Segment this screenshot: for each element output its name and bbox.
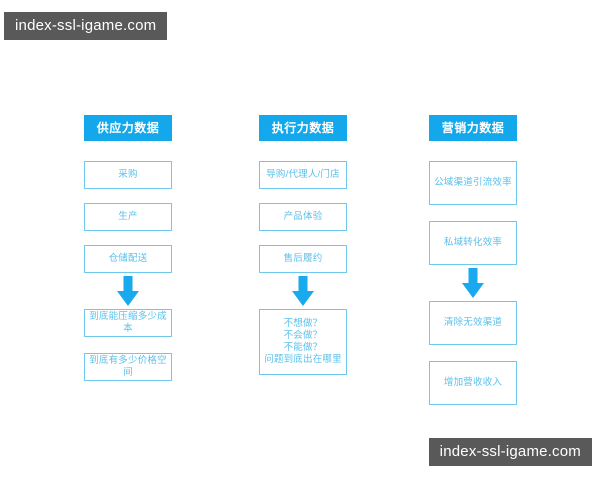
spacer	[84, 189, 172, 203]
arrow-head	[462, 283, 484, 298]
outcome-execution-1[interactable]: 不想做？ 不会做？ 不能做？ 问题到底出在哪里	[259, 309, 347, 375]
down-arrow-icon	[460, 268, 486, 298]
spacer	[259, 231, 347, 245]
node-label: 仓储配送	[108, 253, 148, 264]
node-supply-3[interactable]: 仓储配送	[84, 245, 172, 273]
spacer	[84, 337, 172, 353]
diagram-column-marketing: 营销力数据 公域渠道引流效率 私域转化效率 清除无效渠道 增加营收收入	[429, 115, 517, 405]
arrow-supply	[84, 273, 172, 309]
column-header-marketing[interactable]: 营销力数据	[429, 115, 517, 141]
spacer	[84, 231, 172, 245]
arrow-marketing	[429, 265, 517, 301]
spacer	[429, 141, 517, 161]
outcome-supply-1[interactable]: 到底能压缩多少成本	[84, 309, 172, 337]
outcome-label: 增加营收收入	[443, 377, 503, 388]
column-header-supply[interactable]: 供应力数据	[84, 115, 172, 141]
diagram-column-supply: 供应力数据 采购 生产 仓储配送 到底能压缩多少成本 到底有多少价格空间	[84, 115, 172, 381]
node-label: 生产	[118, 211, 138, 222]
outcome-label: 不想做？ 不会做？ 不能做？ 问题到底出在哪里	[264, 318, 342, 365]
node-label: 售后履约	[283, 253, 323, 264]
node-execution-1[interactable]: 导购/代理人/门店	[259, 161, 347, 189]
arrow-shaft	[298, 276, 308, 293]
node-label: 导购/代理人/门店	[266, 169, 340, 180]
spacer	[84, 141, 172, 161]
arrow-execution	[259, 273, 347, 309]
spacer	[259, 189, 347, 203]
outcome-label: 到底能压缩多少成本	[89, 311, 167, 334]
outcome-marketing-2[interactable]: 增加营收收入	[429, 361, 517, 405]
diagram-column-execution: 执行力数据 导购/代理人/门店 产品体验 售后履约 不想做？ 不会做？ 不能做？…	[259, 115, 347, 375]
arrow-head	[117, 291, 139, 306]
spacer	[429, 205, 517, 221]
column-header-execution[interactable]: 执行力数据	[259, 115, 347, 141]
node-supply-1[interactable]: 采购	[84, 161, 172, 189]
node-supply-2[interactable]: 生产	[84, 203, 172, 231]
node-label: 采购	[118, 169, 138, 180]
outcome-label: 到底有多少价格空间	[89, 355, 167, 378]
outcome-supply-2[interactable]: 到底有多少价格空间	[84, 353, 172, 381]
watermark-top: index-ssl-igame.com	[4, 12, 168, 41]
node-label: 私域转化效率	[443, 237, 503, 248]
outcome-label: 清除无效渠道	[443, 317, 503, 328]
node-label: 产品体验	[283, 211, 323, 222]
arrow-shaft	[468, 268, 478, 285]
node-execution-3[interactable]: 售后履约	[259, 245, 347, 273]
node-execution-2[interactable]: 产品体验	[259, 203, 347, 231]
node-label: 公域渠道引流效率	[434, 177, 512, 188]
spacer	[429, 345, 517, 361]
arrow-shaft	[123, 276, 133, 293]
arrow-head	[292, 291, 314, 306]
spacer	[259, 141, 347, 161]
outcome-marketing-1[interactable]: 清除无效渠道	[429, 301, 517, 345]
watermark-bottom: index-ssl-igame.com	[428, 437, 592, 466]
node-marketing-1[interactable]: 公域渠道引流效率	[429, 161, 517, 205]
down-arrow-icon	[290, 276, 316, 306]
node-marketing-2[interactable]: 私域转化效率	[429, 221, 517, 265]
down-arrow-icon	[115, 276, 141, 306]
